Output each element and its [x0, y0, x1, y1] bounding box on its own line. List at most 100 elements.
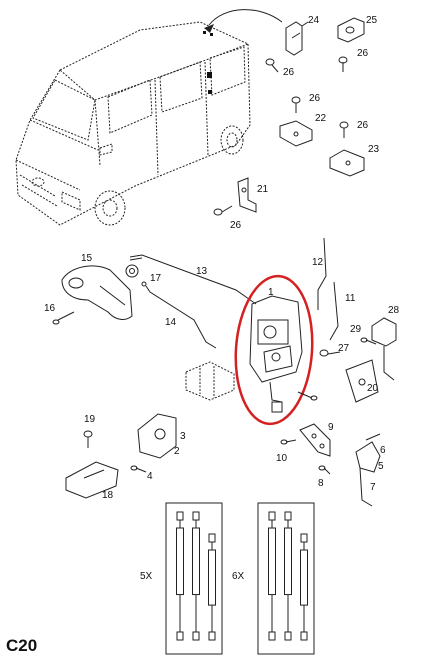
locator-arrow-head — [204, 24, 214, 33]
strut-left-2-top-fitting — [192, 511, 200, 521]
strut-left-1-top-fitting — [176, 511, 184, 521]
part-9-latch — [299, 423, 331, 457]
part-24-bracket — [285, 21, 309, 56]
callout-13: 13 — [196, 266, 208, 277]
callout-24: 24 — [308, 15, 320, 26]
callout-17: 17 — [150, 273, 162, 284]
strut-left-2 — [192, 511, 200, 641]
strut-left-1-bottom-fitting — [176, 631, 184, 641]
strut-right-2 — [284, 511, 292, 641]
strut-left-2-bottom-fitting — [192, 631, 200, 641]
part-18-striker — [65, 461, 119, 499]
locator-arrow — [208, 9, 283, 26]
screw-16 — [52, 311, 75, 325]
rod-11 — [329, 281, 339, 341]
callout-7: 7 — [370, 482, 376, 493]
part-20-striker — [345, 359, 379, 403]
callout-11: 11 — [345, 293, 356, 304]
part-23-plate — [329, 149, 365, 177]
screw-19 — [83, 430, 93, 448]
screw-10 — [280, 439, 297, 445]
callout-20: 20 — [367, 383, 379, 394]
strut-left-3-top-fitting — [208, 533, 216, 543]
screw-lock — [297, 391, 318, 401]
strut-right-1-top-fitting — [268, 511, 276, 521]
callout-9: 9 — [328, 422, 334, 433]
callout-8: 8 — [318, 478, 324, 489]
strut-right-1-cylinder — [268, 527, 276, 596]
callout-16: 16 — [44, 303, 56, 314]
screw-8 — [318, 465, 331, 475]
callout-29: 29 — [350, 324, 362, 335]
callout-23: 23 — [368, 144, 380, 155]
callout-21: 21 — [257, 184, 269, 195]
part-7-lever — [355, 433, 381, 507]
strut-right-2-top-fitting — [284, 511, 292, 521]
callout-10: 10 — [276, 453, 288, 464]
screw-26-mid — [291, 96, 301, 113]
strut-right-1 — [268, 511, 276, 641]
van-locator-markers — [203, 31, 213, 94]
strut-right-3 — [300, 533, 308, 641]
callout-14: 14 — [165, 317, 177, 328]
callout-27: 27 — [338, 343, 350, 354]
callout-26-roof: 26 — [283, 67, 295, 78]
screw-26-right — [339, 121, 349, 138]
part-17-clip — [125, 264, 139, 278]
callout-26-top: 26 — [357, 48, 369, 59]
part-25-catch — [337, 17, 365, 43]
callout-26-lower: 26 — [230, 220, 242, 231]
callout-1: 1 — [268, 287, 274, 298]
highlight-ellipse — [234, 274, 314, 426]
callout-18: 18 — [102, 490, 114, 501]
strut-left-3-cylinder — [208, 549, 216, 606]
strut-right-2-cylinder — [284, 527, 292, 596]
callout-15: 15 — [81, 253, 93, 264]
rod-12 — [317, 237, 327, 310]
callout-12: 12 — [312, 257, 324, 268]
part-1-lock — [249, 295, 303, 413]
multiplier-right: 6X — [232, 571, 245, 582]
callout-28: 28 — [388, 305, 400, 316]
callout-4: 4 — [147, 471, 153, 482]
screw-4 — [130, 465, 147, 473]
part-21-bracket — [237, 177, 257, 213]
struts-box-left — [165, 502, 223, 655]
part-2-bracket — [137, 413, 177, 459]
screw-29 — [360, 337, 377, 345]
section-code: C20 — [6, 636, 38, 655]
part-28-bracket — [371, 317, 397, 381]
strut-right-1-bottom-fitting — [268, 631, 276, 641]
callout-25: 25 — [366, 15, 378, 26]
strut-right-3-cylinder — [300, 549, 308, 606]
screw-26-top — [338, 56, 348, 72]
strut-left-2-cylinder — [192, 527, 200, 596]
callout-5: 5 — [378, 461, 384, 472]
multiplier-left: 5X — [140, 571, 153, 582]
rod-13 — [129, 254, 257, 305]
rod-14 — [141, 281, 217, 349]
screw-26-roof — [265, 58, 279, 73]
strut-right-3-top-fitting — [300, 533, 308, 543]
callout-26-right: 26 — [357, 120, 369, 131]
strut-left-3 — [208, 533, 216, 641]
strut-left-3-bottom-fitting — [208, 631, 216, 641]
callout-26-mid: 26 — [309, 93, 321, 104]
struts-box-right — [257, 502, 315, 655]
callout-22: 22 — [315, 113, 327, 124]
callout-6: 6 — [380, 445, 386, 456]
strut-right-3-bottom-fitting — [300, 631, 308, 641]
connector-block — [185, 361, 235, 401]
screw-26-lower — [213, 205, 233, 216]
van-illustration — [15, 21, 251, 226]
part-22-plate — [279, 120, 313, 147]
callout-19: 19 — [84, 414, 96, 425]
callout-2: 2 — [174, 446, 180, 457]
part-15-handle — [61, 265, 133, 320]
strut-right-2-bottom-fitting — [284, 631, 292, 641]
screw-27 — [319, 349, 341, 357]
strut-left-1 — [176, 511, 184, 641]
